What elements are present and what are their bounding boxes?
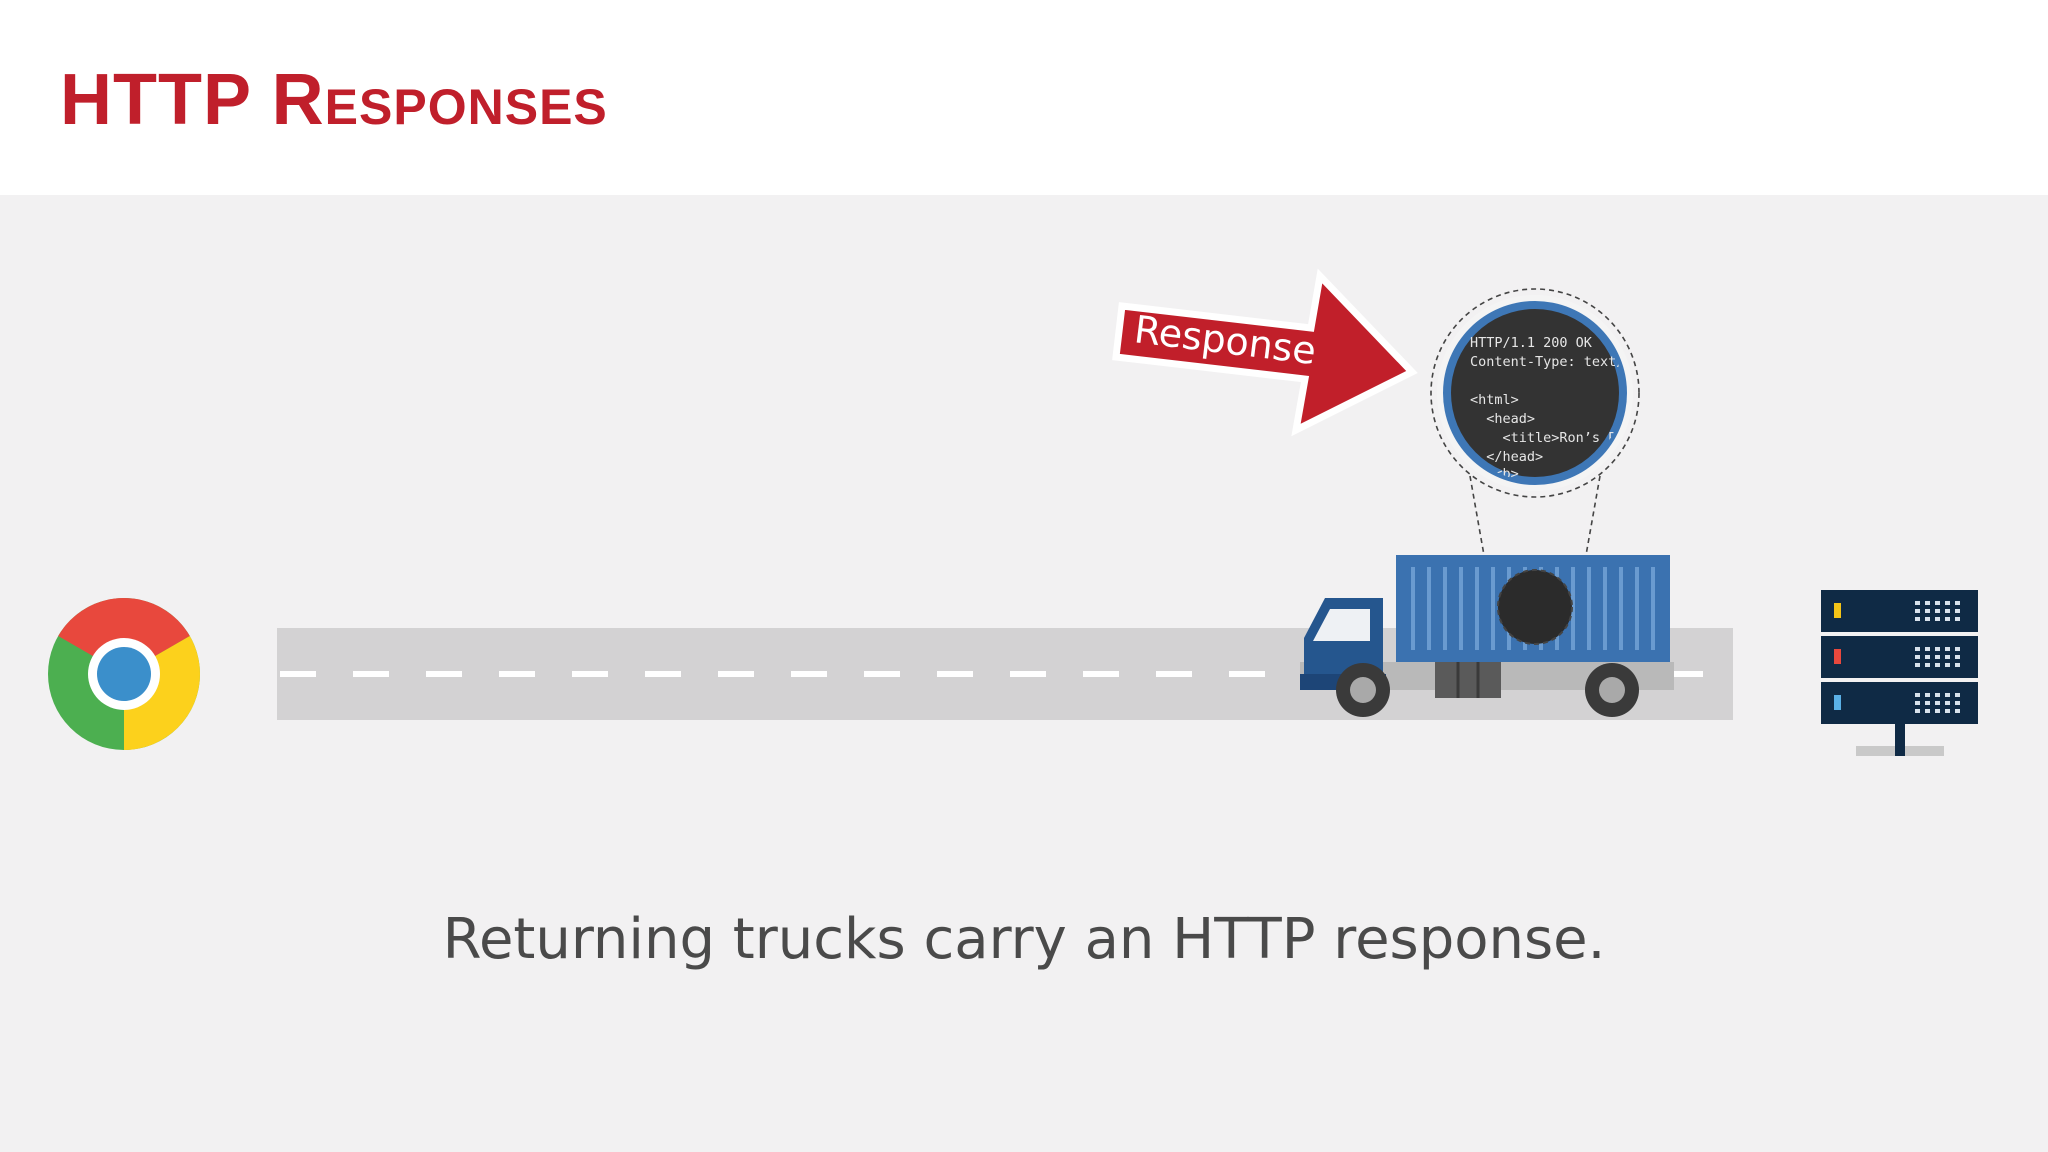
response-line-7: </head> bbox=[1470, 449, 1543, 465]
response-line-5: <head> bbox=[1470, 411, 1535, 427]
truck-icon bbox=[1300, 555, 1674, 717]
response-line-2: Content-Type: text/ bbox=[1470, 354, 1624, 370]
slide-caption: Returning trucks carry an HTTP response. bbox=[442, 907, 1606, 972]
server-rack-icon bbox=[1821, 590, 1978, 756]
header-bar: HTTP Responses bbox=[0, 0, 2048, 195]
magnifier-lens: HTTP/1.1 200 OK Content-Type: text/ <htm… bbox=[1430, 288, 1640, 498]
response-line-1: HTTP/1.1 200 OK bbox=[1470, 335, 1593, 351]
response-line-4: <html> bbox=[1470, 392, 1519, 408]
response-line-6: <title>Ron’s Pa bbox=[1470, 430, 1624, 446]
response-arrow: Response bbox=[1112, 268, 1418, 437]
chrome-browser-icon bbox=[48, 598, 200, 750]
slide-title: HTTP Responses bbox=[60, 60, 608, 140]
